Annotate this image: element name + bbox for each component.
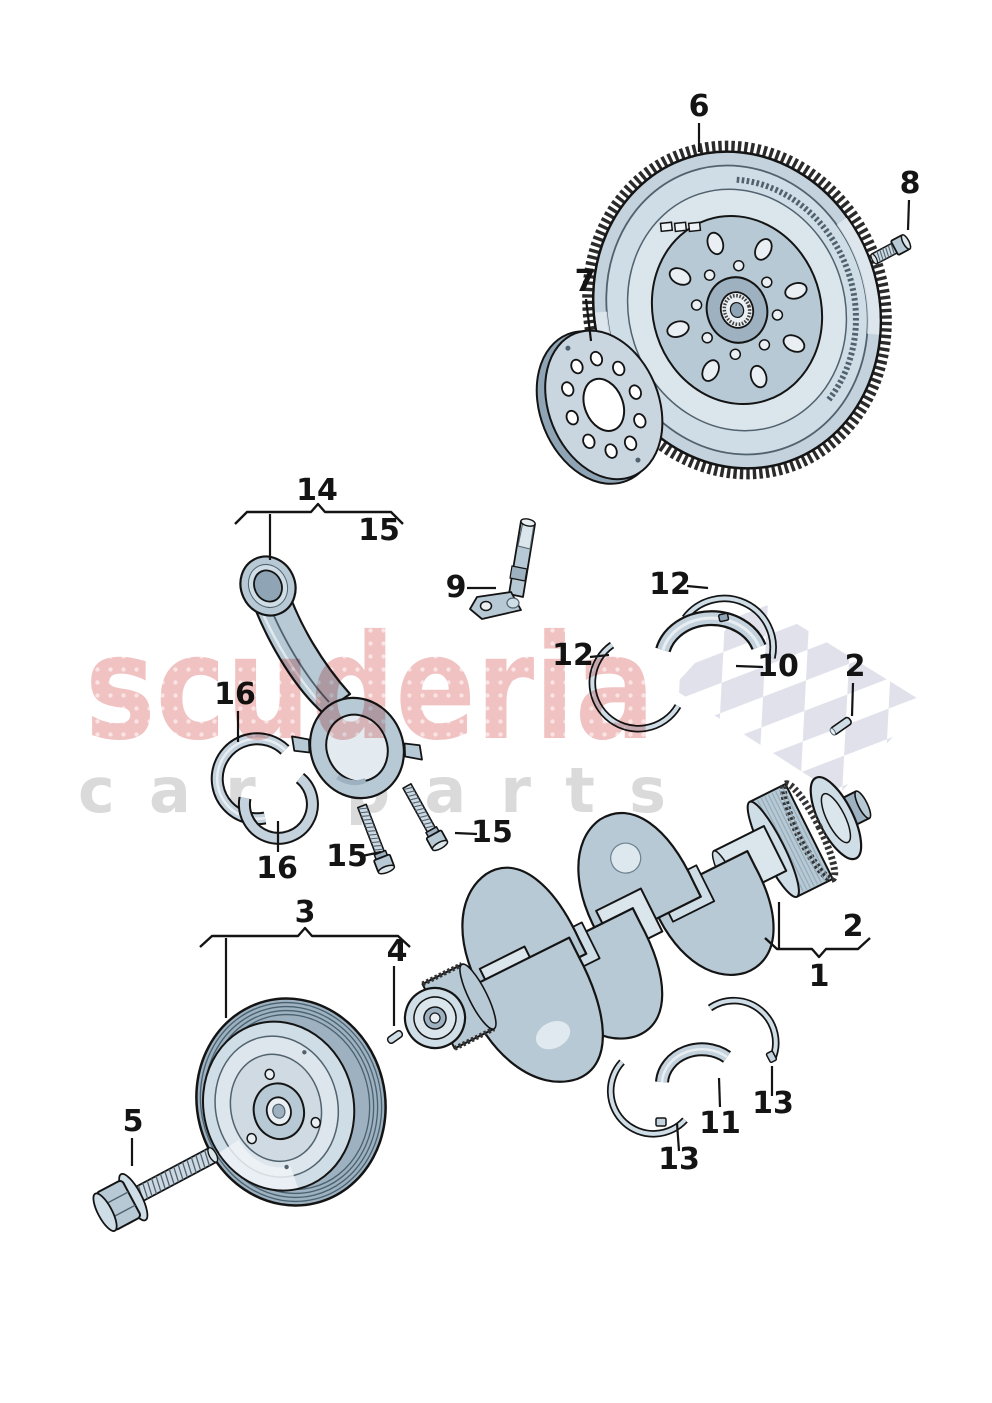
- counterweight: [462, 936, 604, 1083]
- rod-small-end: [239, 555, 297, 617]
- dowel-pin-upper: [829, 716, 852, 736]
- callout-label: 16: [214, 677, 256, 712]
- flywheel-bolt: [870, 234, 912, 265]
- callout-label: 15: [358, 513, 400, 548]
- callout-14-15-bracket: 14 15: [234, 473, 404, 560]
- rod-bearing-shells: [210, 732, 319, 845]
- callout-label: 8: [900, 166, 921, 201]
- callout-label: 16: [256, 851, 298, 886]
- callout-label: 15: [471, 815, 513, 850]
- callout-label: 5: [123, 1104, 144, 1139]
- rod-big-end: [291, 696, 423, 800]
- callout-label: 4: [387, 934, 408, 969]
- callout-8: 8: [900, 166, 921, 231]
- dowel-pin-lower: [386, 1029, 404, 1045]
- bearing-shell-12-top: [682, 594, 777, 659]
- callout-label: 14: [296, 473, 338, 508]
- callout-label: 12: [649, 567, 691, 602]
- callout-6: 6: [689, 89, 710, 152]
- drive-plate-holes: [561, 350, 647, 459]
- bearing-shell-11: [655, 1042, 732, 1083]
- callout-label: 13: [752, 1086, 794, 1121]
- watermark-brand: scuderia: [85, 604, 655, 773]
- callout-12-left: 12: [552, 638, 610, 673]
- crankshaft: [403, 776, 872, 1083]
- callout-label: 6: [689, 89, 710, 124]
- shell-tab: [765, 1050, 778, 1064]
- callout-label: 11: [699, 1106, 741, 1141]
- bearing-shell-10: [655, 610, 767, 653]
- speed-sensor: [469, 518, 536, 620]
- flywheel-bolt-holes: [690, 259, 784, 361]
- callout-13-left: 13: [658, 1122, 700, 1177]
- crank-nose: [403, 962, 497, 1051]
- flywheel-oval-holes: [666, 231, 808, 389]
- callout-label: 2: [845, 649, 866, 684]
- callout-7: 7: [575, 264, 596, 342]
- shell-tab: [717, 612, 730, 623]
- callout-15-left: 15: [326, 839, 382, 874]
- callout-16-bottom: 16: [256, 821, 298, 886]
- callout-label: 2: [843, 909, 864, 944]
- callout-label: 13: [658, 1142, 700, 1177]
- shell-tab: [655, 1117, 667, 1127]
- counterweight: [649, 849, 775, 976]
- callout-label: 12: [552, 638, 594, 673]
- callout-15-right: 15: [454, 815, 513, 850]
- callout-3-4-bracket: 3 4: [199, 895, 411, 1026]
- bearing-shell-13-left: [606, 1059, 688, 1138]
- callout-label: 15: [326, 839, 368, 874]
- callout-9: 9: [446, 570, 496, 605]
- flywheel-stamp-marks: [659, 221, 702, 233]
- callout-12-top: 12: [649, 567, 709, 602]
- callout-2-top: 2: [845, 649, 866, 717]
- hub-splines: [722, 293, 752, 327]
- callout-label: 1: [809, 959, 830, 994]
- flywheel: [582, 140, 892, 480]
- connecting-rod: [239, 555, 423, 800]
- bearing-shell-13-right: [707, 996, 780, 1064]
- pulley-bolt: [92, 1146, 219, 1232]
- checkered-flag: [672, 598, 925, 795]
- callout-11: 11: [699, 1077, 741, 1141]
- callout-label: 3: [295, 895, 316, 930]
- callout-10: 10: [735, 649, 799, 684]
- callout-label: 7: [575, 264, 596, 299]
- callout-label: 10: [757, 649, 799, 684]
- callout-5: 5: [123, 1104, 144, 1166]
- pulley-holes: [246, 1068, 322, 1145]
- callout-label: 9: [446, 570, 467, 605]
- callout-16-top: 16: [214, 677, 256, 742]
- callout-1-2-bracket: 1 2: [764, 902, 871, 994]
- sensor-mount-tab: [469, 591, 522, 620]
- drive-plate: [535, 329, 664, 485]
- secondary-gear-teeth: [736, 176, 859, 403]
- crankshaft-pulley: [195, 997, 387, 1207]
- bearing-shell-12-left: [588, 641, 682, 733]
- callout-13-right: 13: [752, 1066, 794, 1121]
